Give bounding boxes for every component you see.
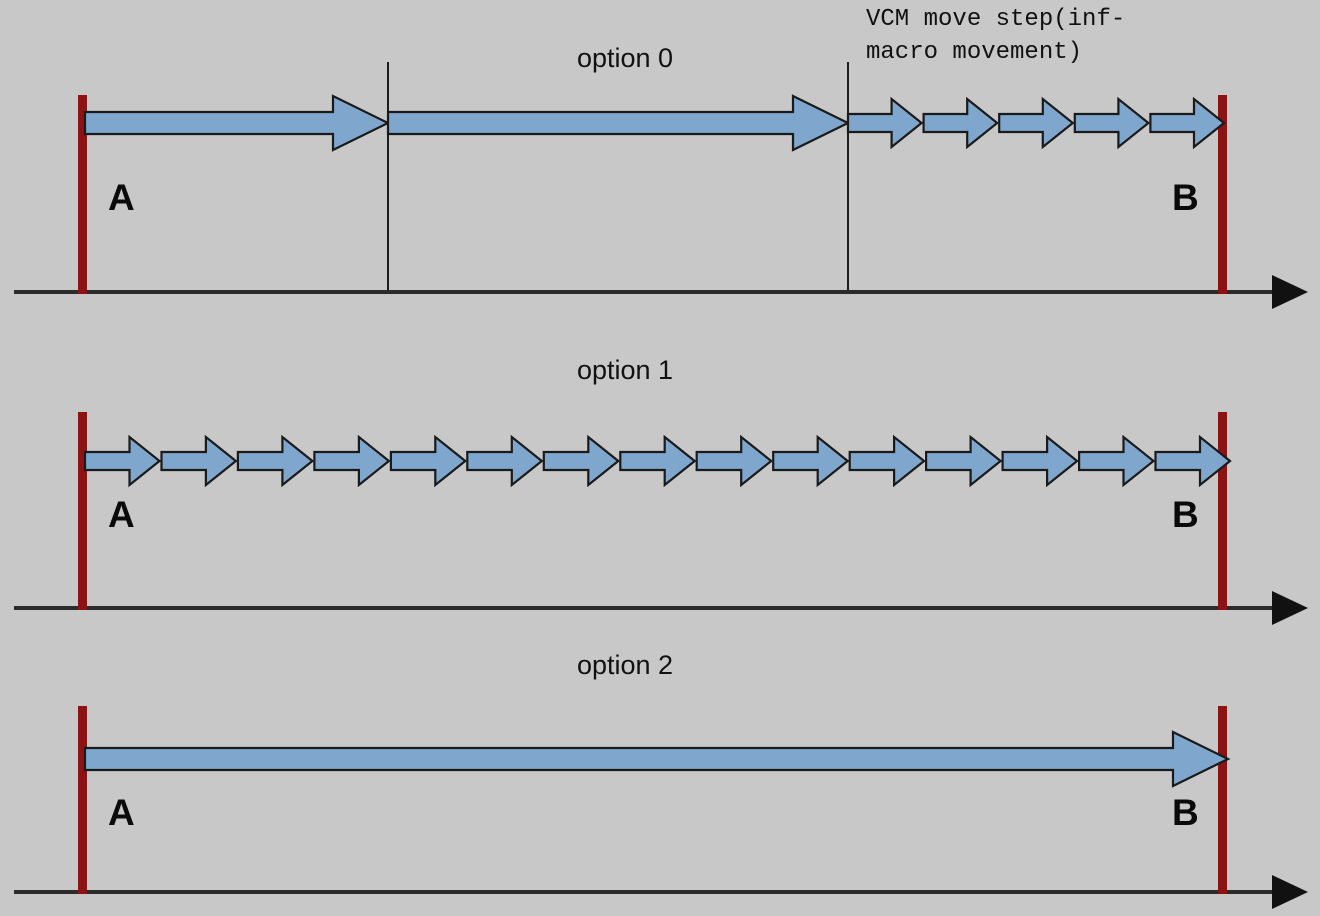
row-option-2: option 2 A B bbox=[14, 650, 1308, 909]
micro-step-arrow bbox=[389, 434, 468, 488]
option-title-option-0: option 0 bbox=[577, 43, 673, 73]
micro-step-arrow bbox=[695, 434, 773, 488]
micro-step-arrow bbox=[998, 96, 1075, 150]
endpoint-label-B: B bbox=[1172, 177, 1199, 218]
start-marker-bar-A bbox=[78, 95, 87, 294]
micro-step-arrow bbox=[924, 434, 1003, 488]
annotation-line-2: macro movement) bbox=[866, 39, 1082, 66]
micro-step-arrow bbox=[160, 434, 238, 488]
micro-step-arrow bbox=[236, 434, 315, 488]
endpoint-label-B: B bbox=[1172, 494, 1199, 535]
end-marker-bar-B bbox=[1218, 95, 1227, 294]
micro-step-arrow bbox=[466, 434, 544, 488]
micro-step-arrow bbox=[619, 434, 697, 488]
move-arrow-long-step-1 bbox=[83, 94, 391, 152]
micro-step-arrow bbox=[83, 434, 162, 488]
move-arrow-long-step-2 bbox=[386, 94, 851, 152]
axis-arrowhead-icon bbox=[1272, 591, 1308, 625]
micro-step-arrow bbox=[848, 434, 926, 488]
option-title-option-1: option 1 bbox=[577, 355, 673, 385]
endpoint-label-A: A bbox=[108, 792, 135, 833]
micro-step-arrow bbox=[1001, 434, 1079, 488]
start-marker-bar-A bbox=[78, 412, 87, 610]
micro-step-arrow bbox=[1077, 434, 1156, 488]
move-arrow-single-move bbox=[83, 730, 1231, 788]
endpoint-label-A: A bbox=[108, 494, 135, 535]
endpoint-label-B: B bbox=[1172, 792, 1199, 833]
start-marker-bar-A bbox=[78, 706, 87, 894]
annotation-line-1: VCM move step(inf- bbox=[866, 6, 1125, 33]
endpoint-label-A: A bbox=[108, 177, 135, 218]
end-marker-bar-B bbox=[1218, 706, 1227, 894]
micro-step-arrow bbox=[846, 96, 924, 150]
option-title-option-2: option 2 bbox=[577, 650, 673, 680]
end-marker-bar-B bbox=[1218, 412, 1227, 610]
micro-step-arrow bbox=[1149, 96, 1226, 150]
micro-step-arrow bbox=[542, 434, 621, 488]
micro-step-arrow bbox=[1073, 96, 1151, 150]
row-option-0: option 0 A B bbox=[14, 43, 1308, 309]
axis-arrowhead-icon bbox=[1272, 275, 1308, 309]
micro-step-arrow bbox=[1154, 434, 1232, 488]
micro-step-arrow bbox=[772, 434, 850, 488]
vcm-move-step-annotation: VCM move step(inf-macro movement) bbox=[866, 6, 1125, 66]
axis-arrowhead-icon bbox=[1272, 875, 1308, 909]
micro-step-arrow bbox=[922, 96, 999, 150]
micro-step-arrow bbox=[313, 434, 391, 488]
row-option-1: option 1 A B bbox=[14, 355, 1308, 625]
